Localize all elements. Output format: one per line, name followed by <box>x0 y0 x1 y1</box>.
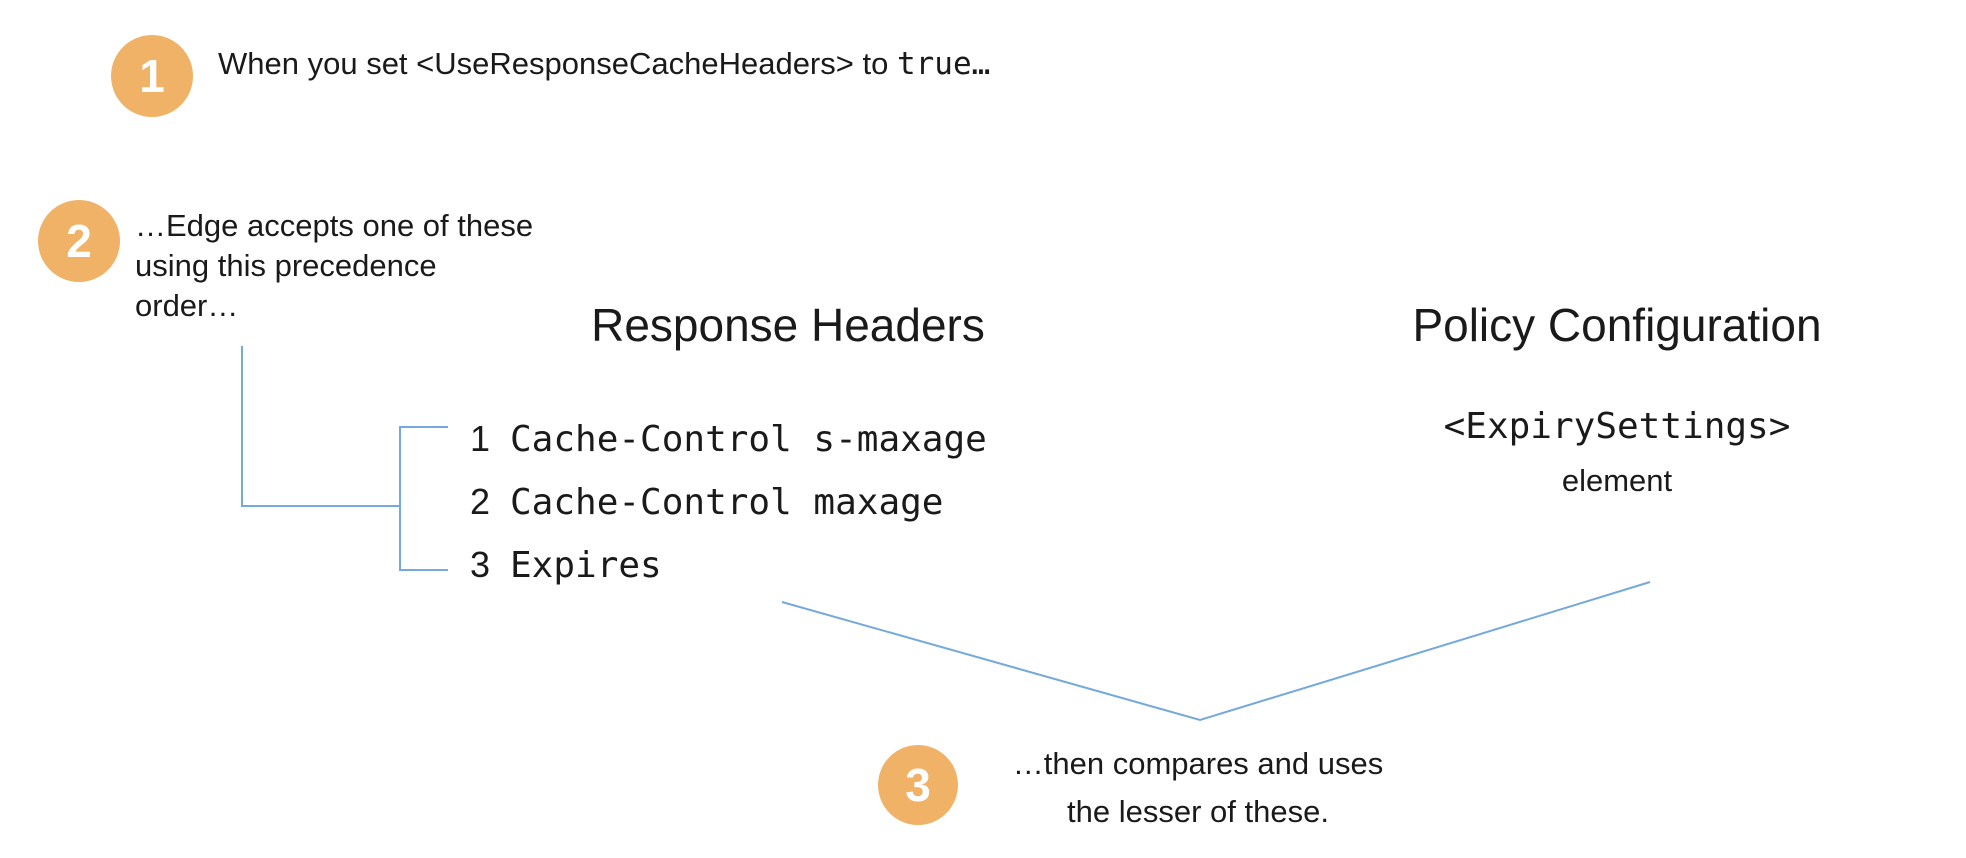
step-3-number: 3 <box>905 759 931 811</box>
step-1-text: When you set <UseResponseCacheHeaders> t… <box>218 44 990 84</box>
step-2-line-1: …Edge accepts one of these <box>135 208 534 243</box>
step-3-badge: 3 <box>878 745 958 825</box>
order-to-bracket-connector-line <box>241 346 400 507</box>
precedence-item-1: 1 Cache-Control s-maxage <box>470 418 987 464</box>
precedence-item-1-value: Cache-Control s-maxage <box>510 419 987 460</box>
precedence-bracket-line <box>399 426 448 571</box>
step-3-text: …then compares and uses the lesser of th… <box>948 740 1448 836</box>
step-2-line-2: using this precedence <box>135 248 437 283</box>
expiry-settings-element-label: element <box>1561 463 1673 498</box>
step-2-line-3: order… <box>135 288 239 323</box>
precedence-item-2: 2 Cache-Control maxage <box>470 481 987 527</box>
step-1-text-prefix: When you set <UseResponseCacheHeaders> t… <box>218 46 897 81</box>
step-3-line-2: the lesser of these. <box>1067 794 1329 829</box>
step-1-number: 1 <box>139 50 165 102</box>
response-headers-heading: Response Headers <box>591 299 985 351</box>
step-2-text: …Edge accepts one of these using this pr… <box>135 206 533 326</box>
step-3-line-1: …then compares and uses <box>1012 746 1384 781</box>
precedence-item-1-rank: 1 <box>470 418 491 459</box>
precedence-item-3-rank: 3 <box>470 544 491 585</box>
step-2-number: 2 <box>66 215 92 267</box>
expiry-settings-code: <ExpirySettings> <box>1443 406 1791 447</box>
precedence-item-2-rank: 2 <box>470 481 491 522</box>
precedence-item-3: 3 Expires <box>470 544 987 590</box>
step-1-code-value: true… <box>896 46 991 82</box>
compare-merge-v-line <box>781 581 1651 722</box>
precedence-list: 1 Cache-Control s-maxage 2 Cache-Control… <box>470 418 987 590</box>
precedence-item-3-value: Expires <box>510 545 662 586</box>
precedence-item-2-value: Cache-Control maxage <box>510 482 944 523</box>
step-1-badge: 1 <box>111 35 193 117</box>
policy-configuration-heading: Policy Configuration <box>1412 299 1822 351</box>
step-2-badge: 2 <box>38 200 120 282</box>
